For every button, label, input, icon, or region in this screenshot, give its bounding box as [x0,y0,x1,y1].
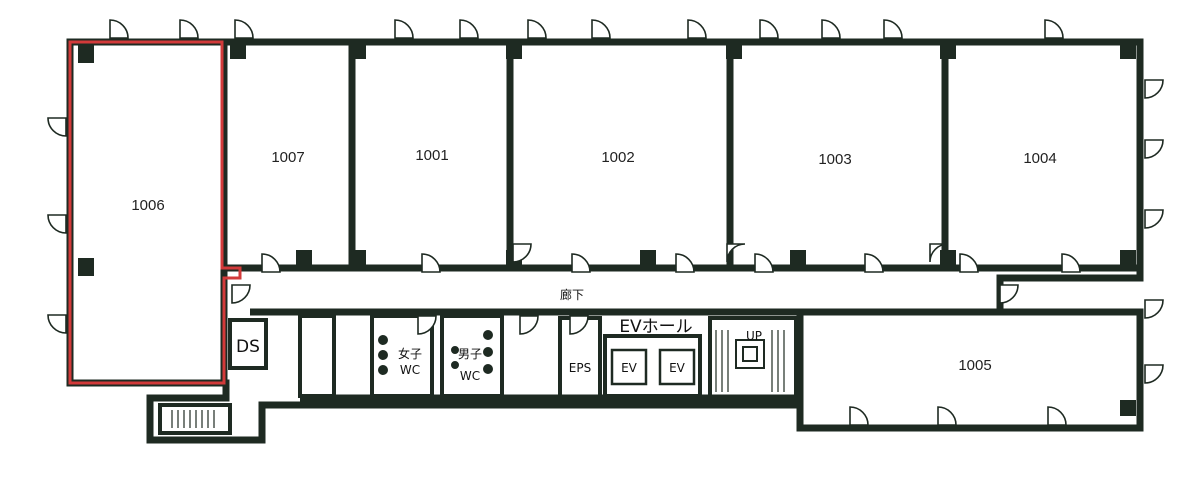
ev1-label: EV [621,361,638,375]
wc-mens [440,314,504,398]
stair-lower-left [158,403,232,435]
womens-wc-label-1: 女子 [398,346,422,361]
toilet-fixtures [378,330,493,375]
stair-enclosure [298,314,336,398]
ev2-label: EV [669,361,686,375]
wc-womens [370,314,434,398]
room-1006-highlight [68,40,242,385]
mens-wc-label-1: 男子 [458,347,482,361]
room-1005-label: 1005 [958,357,991,374]
corridor-label: 廊下 [560,287,584,302]
room-1003-label: 1003 [818,151,851,168]
ds-room [228,318,268,370]
ds-label: DS [236,337,260,357]
main-perimeter [66,38,1144,444]
stair-main [708,316,798,400]
eps-label: EPS [569,361,591,375]
elevator-2 [658,348,696,386]
elevators [610,348,696,386]
ev-hall-box [603,334,702,398]
elevator-1 [610,348,648,386]
room-1007-label: 1007 [271,149,304,166]
mens-wc-label-2: WC [460,369,480,383]
womens-wc-label-2: WC [400,363,420,377]
outer-walls [66,38,1144,444]
doors [47,19,1164,426]
stair-treads [171,330,785,428]
up-label: UP [746,329,762,343]
ev-hall-label: EVホール [619,317,692,337]
room-1002-label: 1002 [601,149,634,166]
room-1004-label: 1004 [1023,150,1056,167]
room-1001-label: 1001 [415,147,448,164]
core-rooms [158,314,798,435]
room-1006-label: 1006 [131,197,164,214]
